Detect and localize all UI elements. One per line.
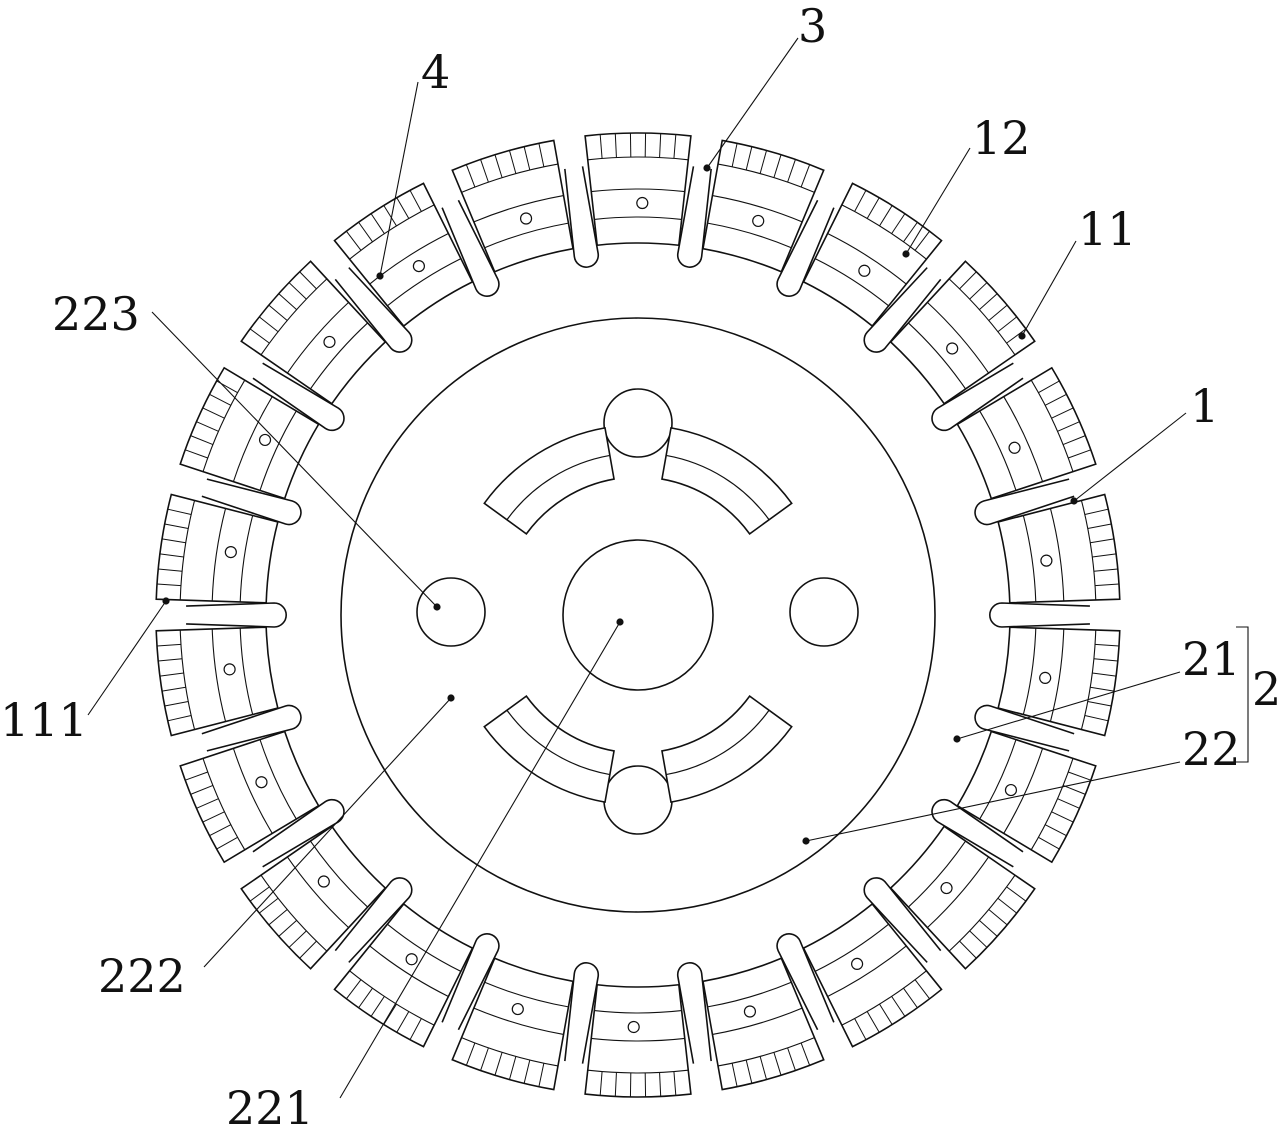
gullet-slot xyxy=(201,704,302,752)
cutter-segment xyxy=(702,139,825,273)
gullet-slot xyxy=(776,933,835,1031)
label-222: 222 xyxy=(98,949,186,1003)
gullet-slot xyxy=(334,877,413,963)
gullet-slot xyxy=(989,602,1090,628)
label-11: 11 xyxy=(1078,202,1137,256)
cutter-segment xyxy=(451,957,574,1091)
gullet-slot xyxy=(676,962,712,1064)
cutter-segment xyxy=(240,825,387,970)
cutter-segment xyxy=(333,182,474,328)
cutter-segment xyxy=(155,493,279,604)
arc-slot xyxy=(661,694,793,804)
mounting-hole-bottom xyxy=(603,765,673,835)
cutter-segment xyxy=(956,366,1097,500)
gullet-slot xyxy=(564,962,600,1064)
label-12: 12 xyxy=(972,111,1031,165)
gullet-slot xyxy=(931,798,1024,868)
cutter-segment xyxy=(889,260,1036,405)
label-21: 21 xyxy=(1182,632,1241,686)
arc-slot xyxy=(661,426,793,536)
cutter-segment xyxy=(802,902,943,1048)
mounting-hole-left xyxy=(416,577,486,647)
label-111: 111 xyxy=(0,693,88,747)
cutter-segment xyxy=(333,902,474,1048)
cutter-segment xyxy=(889,825,1036,970)
cutter-segment xyxy=(956,730,1097,864)
label-223: 223 xyxy=(52,287,140,341)
gullet-slot xyxy=(201,478,302,526)
label-221: 221 xyxy=(226,1081,314,1135)
label-1: 1 xyxy=(1190,379,1219,433)
cutter-segment xyxy=(240,260,387,405)
cutter-segments xyxy=(155,132,1121,1098)
cutter-segment xyxy=(997,626,1121,737)
cutter-segment xyxy=(997,493,1121,604)
cutter-segment xyxy=(584,983,692,1098)
cutter-segment xyxy=(702,957,825,1091)
gullet-slot xyxy=(974,704,1075,752)
gullet-slot xyxy=(974,478,1075,526)
label-4: 4 xyxy=(421,45,450,99)
gullet-slot xyxy=(441,199,500,297)
gullet-slot xyxy=(564,166,600,268)
arc-slot xyxy=(483,694,615,804)
mounting-hole-top xyxy=(603,388,673,458)
gullet-slot xyxy=(252,798,345,868)
leader-lines xyxy=(87,37,1249,1099)
gullet-slot xyxy=(776,199,835,297)
cutter-segment xyxy=(179,366,320,500)
arc-slots xyxy=(483,426,793,804)
cutter-segment xyxy=(155,626,279,737)
gullet-slot xyxy=(252,362,345,432)
cutter-segment xyxy=(179,730,320,864)
mounting-hole-right xyxy=(789,577,859,647)
gullet-slot xyxy=(186,602,287,628)
substrate-disc-outline xyxy=(340,317,936,913)
gullet-slot xyxy=(334,267,413,353)
gullet-slot xyxy=(863,877,942,963)
gullet-slot xyxy=(863,267,942,353)
arbor-hole xyxy=(562,539,714,691)
cutter-segment xyxy=(802,182,943,328)
label-22: 22 xyxy=(1182,722,1241,776)
gullet-slot xyxy=(931,362,1024,432)
gullet-slot xyxy=(676,166,712,268)
gullet-slot xyxy=(441,933,500,1031)
label-2: 2 xyxy=(1252,662,1281,716)
cutter-segment xyxy=(451,139,574,273)
arc-slot xyxy=(483,426,615,536)
label-3: 3 xyxy=(798,0,827,53)
cutter-segment xyxy=(584,132,692,247)
